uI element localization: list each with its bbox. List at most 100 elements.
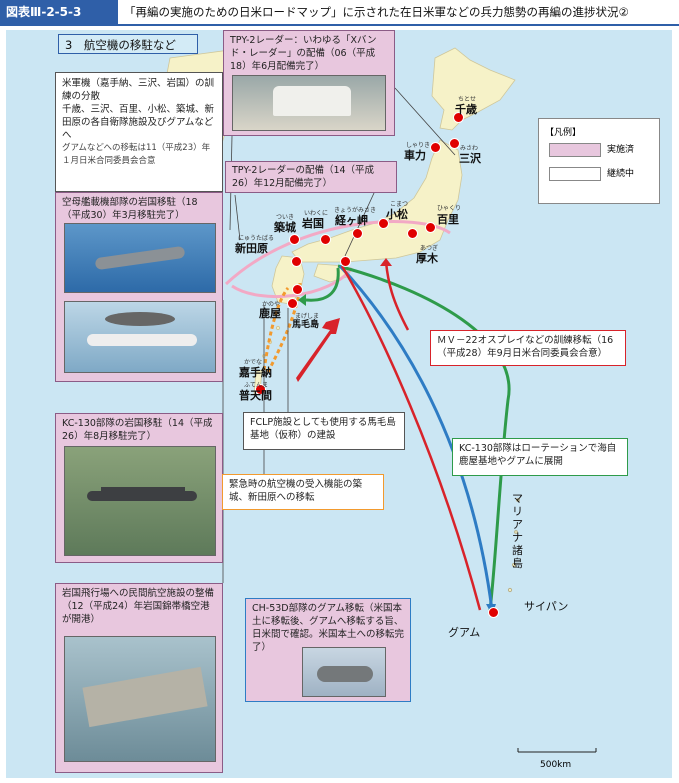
nyutabaru-label: 新田原 — [235, 242, 268, 255]
hyakuri-ruby: ひゃくり — [437, 205, 462, 212]
hokkaido — [431, 47, 516, 131]
mv22-guam-arrow — [340, 265, 482, 611]
mv22-training-arrow — [384, 261, 410, 331]
training-line-2: 千歳、三沢、百里、小松、築城、新田原の各自衛隊施設及びグアムなどへ — [62, 104, 215, 141]
fclp-box: FCLP施設としても使用する馬毛島基地（仮称）の建設 — [243, 412, 405, 450]
kyogamisaki-ruby: きょうがみさき — [334, 207, 377, 214]
tsuiki-ruby: ついき — [276, 214, 295, 221]
komatsu-label: 小松 — [386, 208, 408, 221]
tpy2-xband-text: TPY-2レーダー：いわゆる「Xバンド・レーダー」の配備（06（平成18）年6月… — [230, 35, 377, 72]
kc130-text: KC-130部隊の岩国移駐（14（平成26）年8月移駐完了） — [62, 418, 213, 442]
figure-title: 「再編の実施のための日米ロードマップ」に示された在日米軍などの兵力態勢の再編の進… — [124, 5, 629, 19]
tsuiki-marker — [289, 234, 300, 245]
tsuiki-label: 築城 — [274, 221, 296, 234]
kc130-box: KC-130部隊の岩国移駐（14（平成26）年8月移駐完了） — [55, 413, 223, 563]
emergency-transfer-arrow-2 — [266, 281, 302, 373]
kc130-body-shape — [87, 491, 197, 501]
shariki-label: 車力 — [404, 149, 426, 162]
rotodome-shape — [105, 312, 175, 326]
hub-marker — [340, 256, 351, 267]
e2d-photo — [64, 301, 216, 373]
marianas-label: マリアナ諸島 — [512, 492, 523, 570]
e2d-body-shape — [87, 334, 197, 346]
chitose-ruby: ちとせ — [458, 96, 477, 103]
nyutabaru-marker — [291, 256, 302, 267]
legend-swatch-completed — [549, 143, 601, 157]
section-title: 3 航空機の移駐など — [58, 34, 198, 54]
iwakuni-airport-box: 岩国飛行場への民間航空施設の整備（12（平成24）年岩国錦帯橋空港が開港） — [55, 583, 223, 773]
training-line-3: グアムなどへの移転は11（平成23）年１月日米合同委員会合意 — [62, 143, 211, 166]
legend-title: 【凡例】 — [545, 128, 582, 138]
kc130-photo — [64, 446, 216, 556]
carrier-wing-text: 空母艦載機部隊の岩国移駐（18（平成30）年3月移駐完了） — [62, 197, 198, 221]
kanoya-ruby: かのや — [262, 301, 281, 308]
ch53d-guam-arrow — [338, 264, 494, 611]
komatsu-ruby: こまつ — [390, 201, 409, 208]
ch53d-text: CH-53D部隊のグアム移転（米国本土に移転後、グアムへ移転する旨、日米間で確認… — [252, 603, 405, 653]
mv22-box: ＭＶ－22オスプレイなどの訓練移転（16（平成28）年9月日米合同委員会合意） — [430, 330, 626, 366]
radar-photo — [232, 75, 386, 131]
kc130-rotation-box: KC-130部隊はローテーションで海自鹿屋基地やグアムに展開 — [452, 438, 628, 476]
atsugi-label: 厚木 — [416, 252, 438, 265]
komatsu-marker — [378, 218, 389, 229]
nyutabaru-ruby: にゅうたばる — [238, 235, 275, 242]
saipan-label: サイパン — [524, 600, 569, 613]
mageshima-marker — [287, 298, 298, 309]
hyakuri-label: 百里 — [437, 213, 459, 226]
ch53d-box: CH-53D部隊のグアム移転（米国本土に移転後、グアムへ移転する旨、日米間で確認… — [245, 598, 411, 702]
carrier-wing-box: 空母艦載機部隊の岩国移駐（18（平成30）年3月移駐完了） — [55, 192, 223, 382]
figure-number: 図表Ⅲ-2-5-3 — [0, 0, 118, 24]
training-line-1: 米軍機（嘉手納、三沢、岩国）の訓練の分散 — [62, 78, 215, 102]
jet-shape — [94, 245, 186, 271]
mageshima-arrow — [296, 318, 340, 382]
kc130-wing-shape — [101, 487, 185, 491]
legend-label-completed: 実施済 — [607, 145, 635, 155]
kadena-ruby: かでな — [244, 359, 263, 366]
misawa-label: 三沢 — [459, 152, 481, 165]
chitose-marker — [453, 112, 464, 123]
mv22-arrowhead — [380, 258, 392, 266]
kadena-label: 嘉手納 — [239, 366, 272, 379]
legend-swatch-ongoing — [549, 167, 601, 181]
atsugi-ruby: あつぎ — [420, 245, 439, 252]
kc130-kanoya-arrow — [305, 267, 340, 302]
kanoya-label: 鹿屋 — [259, 307, 281, 320]
guam-label: グアム — [448, 626, 481, 639]
mageshima-ruby: まげしま — [295, 313, 320, 320]
legend: 【凡例】 実施済 継続中 — [538, 118, 660, 204]
mageshima-label: 馬毛島 — [292, 320, 320, 330]
ch53d-photo — [302, 647, 386, 697]
kadena-marker — [255, 384, 266, 395]
training-dispersal-box: 米軍機（嘉手納、三沢、岩国）の訓練の分散 千歳、三沢、百里、小松、築城、新田原の… — [55, 72, 223, 192]
radar-shape — [273, 86, 351, 116]
shariki-marker — [430, 142, 441, 153]
emergency-transfer-arrow — [262, 287, 290, 371]
misawa-ruby: みさわ — [460, 145, 479, 152]
atsugi-marker — [407, 228, 418, 239]
iwakuni-airport-text: 岩国飛行場への民間航空施設の整備（12（平成24）年岩国錦帯橋空港が開港） — [62, 588, 215, 625]
honshu — [291, 139, 463, 263]
guam-marker — [488, 607, 499, 618]
kyogamisaki-marker — [352, 228, 363, 239]
futenma-label: 普天間 — [239, 389, 272, 402]
kanoya-marker — [292, 284, 303, 295]
kanoya-arrowhead — [298, 294, 306, 306]
tpy2-second-box: TPY-2レーダーの配備（14（平成26）年12月配備完了） — [225, 161, 397, 193]
futenma-ruby: ふてんま — [244, 382, 269, 389]
fa18-photo — [64, 223, 216, 293]
kyogamisaki-label: 経ヶ岬 — [335, 214, 368, 227]
figure-header: 図表Ⅲ-2-5-3 「再編の実施のための日米ロードマップ」に示された在日米軍など… — [0, 0, 679, 26]
iwakuni-airport-photo — [64, 636, 216, 762]
helicopter-shape — [317, 666, 373, 682]
hyakuri-marker — [425, 222, 436, 233]
training-dispersal-arc-lower — [231, 267, 354, 298]
scale-label: 500km — [540, 760, 572, 770]
emergency-box: 緊急時の航空機の受入機能の築城、新田原への移転 — [222, 474, 384, 510]
iwakuni-label: 岩国 — [302, 217, 324, 230]
airfield-shape — [82, 666, 208, 728]
chitose-label: 千歳 — [455, 103, 477, 116]
tpy2-xband-box: TPY-2レーダー：いわゆる「Xバンド・レーダー」の配備（06（平成18）年6月… — [223, 30, 395, 136]
iwakuni-ruby: いわくに — [304, 210, 329, 217]
misawa-marker — [449, 138, 460, 149]
iwakuni-marker — [320, 234, 331, 245]
